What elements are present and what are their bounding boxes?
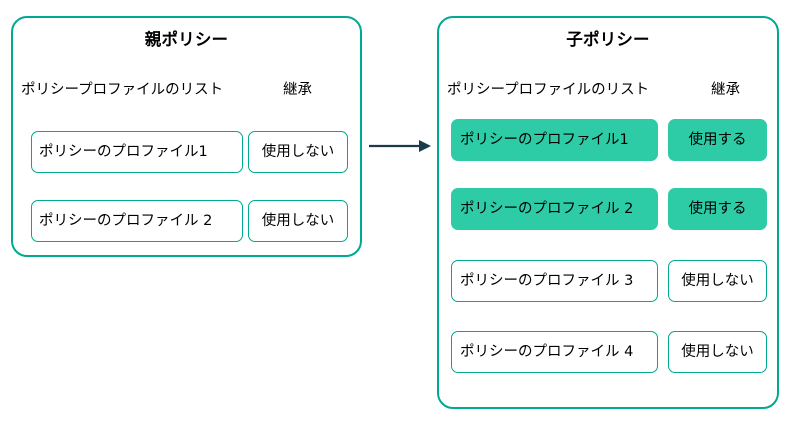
- inheritance-status-chip[interactable]: 使用する: [668, 188, 767, 230]
- child-column-headers: ポリシープロファイルのリスト 継承: [447, 80, 769, 100]
- inheritance-status-chip[interactable]: 使用しない: [248, 200, 348, 242]
- arrow-right-icon: [369, 140, 431, 152]
- child-policy-panel: 子ポリシー ポリシープロファイルのリスト 継承 ポリシーのプロファイル1 使用す…: [437, 16, 779, 409]
- table-row: ポリシーのプロファイル1 使用する: [439, 119, 777, 161]
- policy-profile-chip[interactable]: ポリシーのプロファイル 2: [451, 188, 658, 230]
- parent-policy-title: 親ポリシー: [144, 30, 229, 49]
- column-header-inheritance: 継承: [283, 82, 312, 98]
- policy-profile-chip[interactable]: ポリシーのプロファイル 4: [451, 331, 658, 373]
- column-header-inheritance: 継承: [711, 82, 740, 98]
- inheritance-status-chip[interactable]: 使用する: [668, 119, 767, 161]
- table-row: ポリシーのプロファイル 4 使用しない: [439, 331, 777, 373]
- child-policy-title: 子ポリシー: [566, 30, 650, 49]
- policy-profile-chip[interactable]: ポリシーのプロファイル1: [31, 131, 243, 173]
- child-policy-rows: ポリシーのプロファイル1 使用する ポリシーのプロファイル 2 使用する ポリシ…: [439, 18, 777, 407]
- column-header-profile-list: ポリシープロファイルのリスト: [21, 82, 224, 98]
- inheritance-status-chip[interactable]: 使用しない: [668, 260, 767, 302]
- table-row: ポリシーのプロファイル 2 使用しない: [13, 200, 360, 242]
- column-header-profile-list: ポリシープロファイルのリスト: [447, 82, 650, 98]
- parent-column-headers: ポリシープロファイルのリスト 継承: [21, 80, 352, 100]
- policy-profile-chip[interactable]: ポリシーのプロファイル1: [451, 119, 658, 161]
- table-row: ポリシーのプロファイル 2 使用する: [439, 188, 777, 230]
- policy-profile-chip[interactable]: ポリシーのプロファイル 2: [31, 200, 243, 242]
- parent-policy-rows: ポリシーのプロファイル1 使用しない ポリシーのプロファイル 2 使用しない: [13, 18, 360, 255]
- inheritance-status-chip[interactable]: 使用しない: [668, 331, 767, 373]
- inheritance-arrow-icon: [369, 132, 431, 160]
- inheritance-status-chip[interactable]: 使用しない: [248, 131, 348, 173]
- policy-profile-chip[interactable]: ポリシーのプロファイル 3: [451, 260, 658, 302]
- parent-policy-panel: 親ポリシー ポリシープロファイルのリスト 継承 ポリシーのプロファイル1 使用し…: [11, 16, 362, 257]
- table-row: ポリシーのプロファイル 3 使用しない: [439, 260, 777, 302]
- table-row: ポリシーのプロファイル1 使用しない: [13, 131, 360, 173]
